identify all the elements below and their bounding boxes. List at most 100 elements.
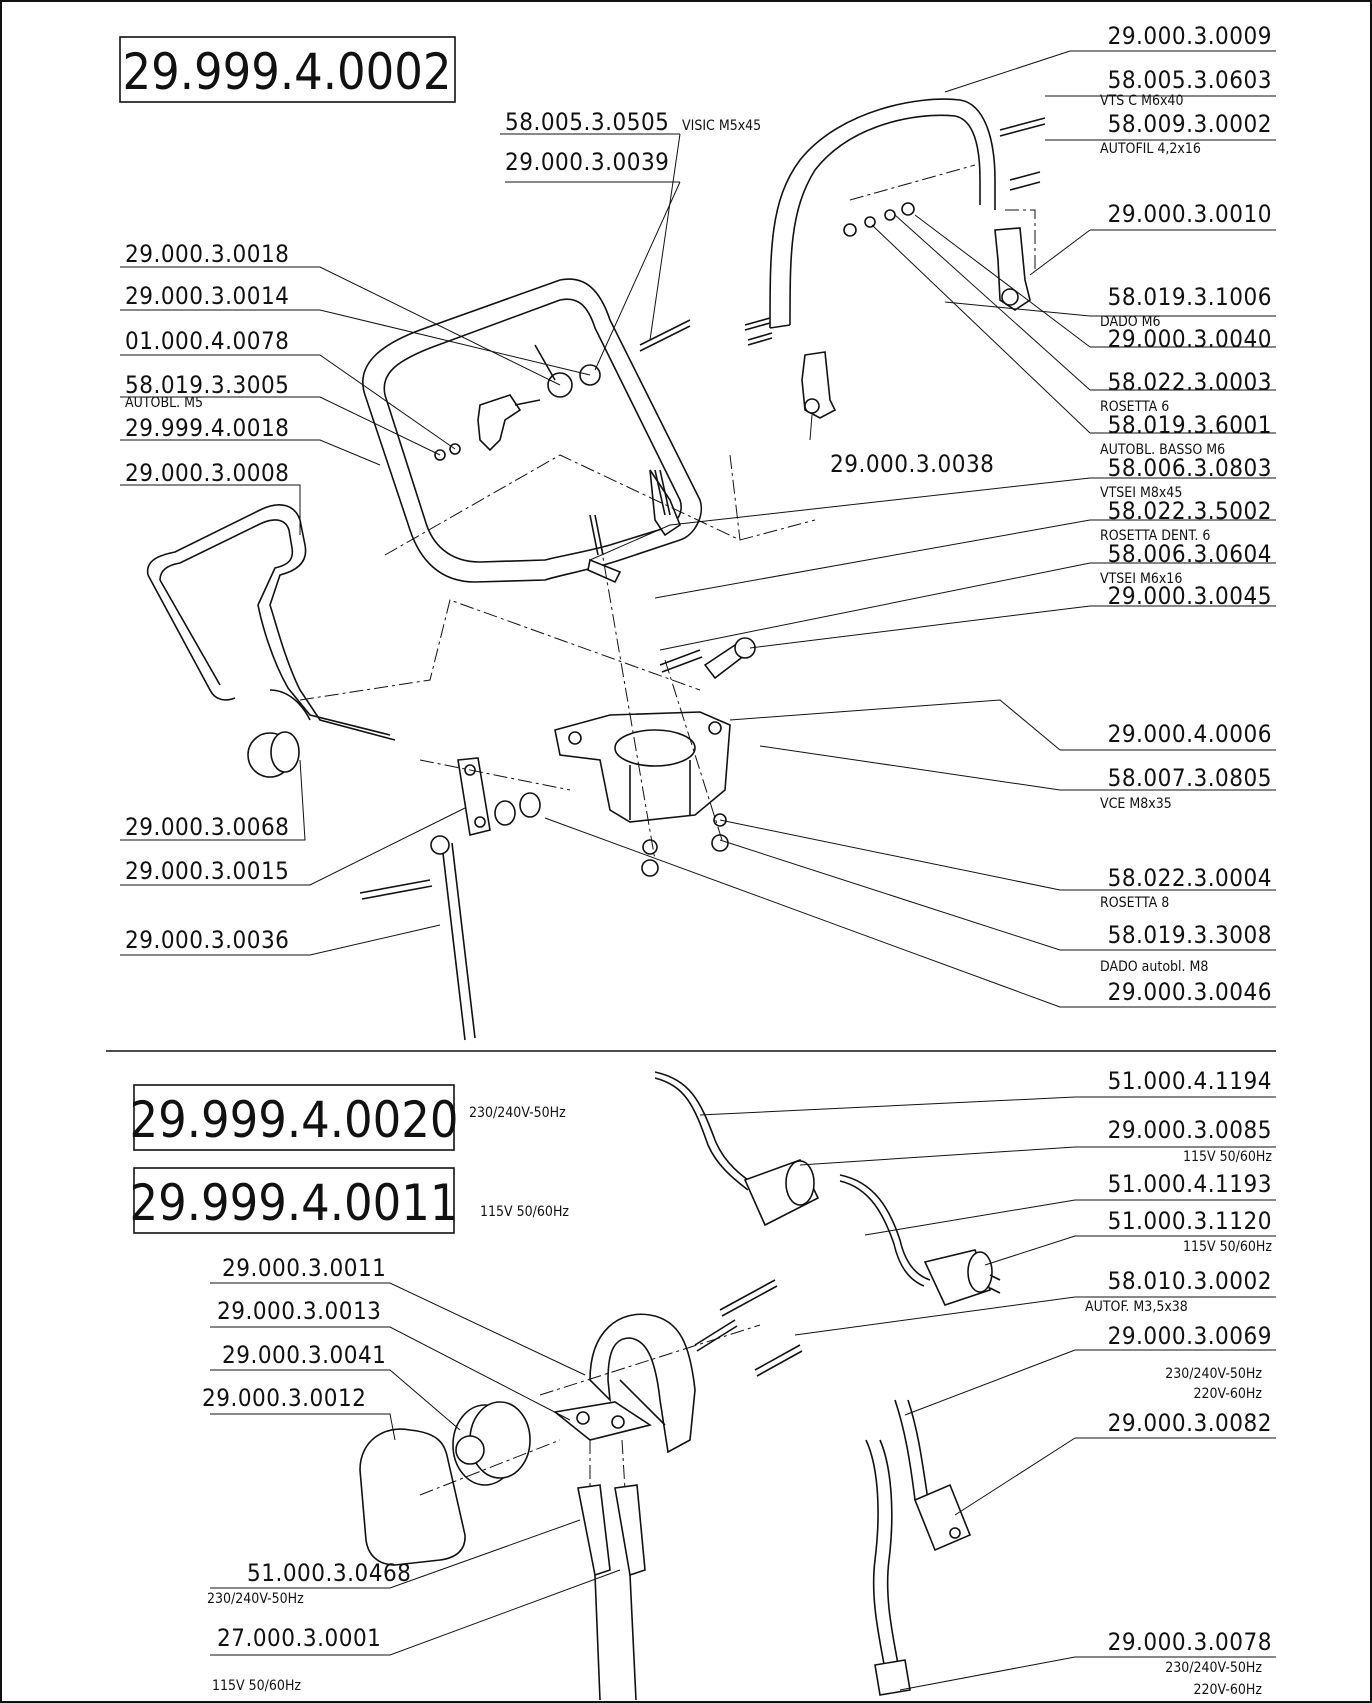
part-code: 29.000.3.0013 bbox=[217, 1297, 381, 1325]
part-code: 29.000.3.0040 bbox=[1108, 325, 1272, 353]
leader-lines-bottom bbox=[210, 1096, 1276, 1691]
part-code: 29.000.3.0011 bbox=[222, 1254, 386, 1282]
part-code: 29.000.3.0078 bbox=[1108, 1628, 1272, 1656]
part-code: 29.000.3.0014 bbox=[125, 282, 289, 310]
assembly-note: 115V 50/60Hz bbox=[480, 1204, 569, 1220]
part-desc: 220V-60Hz bbox=[1194, 1682, 1263, 1698]
part-code: 29.000.3.0068 bbox=[125, 813, 289, 841]
part-code: 29.000.3.0046 bbox=[1108, 978, 1272, 1006]
part-code: 51.000.4.1193 bbox=[1108, 1170, 1272, 1198]
part-code: 58.022.3.0003 bbox=[1108, 368, 1272, 396]
part-code: 29.000.4.0006 bbox=[1108, 720, 1272, 748]
part-code: 58.010.3.0002 bbox=[1108, 1267, 1272, 1295]
part-desc: 220V-60Hz bbox=[1194, 1386, 1263, 1402]
part-code: 27.000.3.0001 bbox=[217, 1624, 381, 1652]
part-desc: AUTOF. M3,5x38 bbox=[1085, 1299, 1188, 1315]
leader-lines-top-left bbox=[120, 133, 681, 956]
lower-bracket bbox=[801, 351, 837, 419]
power-cord bbox=[865, 1439, 911, 1696]
part-code: 58.007.3.0805 bbox=[1108, 764, 1272, 792]
roller bbox=[247, 731, 300, 778]
part-desc: VTS C M6x40 bbox=[1100, 93, 1183, 109]
part-desc: DADO autobl. M8 bbox=[1100, 959, 1208, 975]
part-code: 29.000.3.0041 bbox=[222, 1341, 386, 1369]
part-code: 01.000.4.0078 bbox=[125, 327, 289, 355]
part-code: 58.019.3.3008 bbox=[1108, 921, 1272, 949]
part-code: 29.000.3.0015 bbox=[125, 857, 289, 885]
part-code: 51.000.3.0468 bbox=[247, 1559, 411, 1587]
assembly-code: 29.999.4.0011 bbox=[130, 1174, 459, 1232]
knob-bolt bbox=[659, 637, 756, 680]
part-code: 29.999.4.0018 bbox=[125, 414, 289, 442]
part-code: 58.019.3.6001 bbox=[1108, 411, 1272, 439]
part-desc: ROSETTA 6 bbox=[1100, 399, 1169, 415]
cover-housing bbox=[359, 1428, 466, 1566]
assembly-code: 29.999.4.0020 bbox=[130, 1091, 459, 1149]
bushings bbox=[494, 792, 541, 826]
part-code: 58.006.3.0604 bbox=[1108, 540, 1272, 568]
assembly-axis-lines-top bbox=[299, 164, 1036, 861]
washers-nuts bbox=[641, 813, 729, 877]
part-desc: AUTOFIL 4,2x16 bbox=[1100, 141, 1201, 157]
middle-handle-loop bbox=[362, 278, 702, 583]
part-desc: 230/240V-50Hz bbox=[207, 1591, 304, 1607]
assembly-code: 29.999.4.0002 bbox=[123, 43, 452, 101]
part-desc: 115V 50/60Hz bbox=[1183, 1149, 1272, 1165]
part-code: 29.000.3.0039 bbox=[505, 148, 669, 176]
part-code: 29.000.3.0085 bbox=[1108, 1116, 1272, 1144]
part-desc: 230/240V-50Hz bbox=[1165, 1660, 1262, 1676]
part-desc: ROSETTA DENT. 6 bbox=[1100, 528, 1210, 544]
part-code: 29.000.3.0069 bbox=[1108, 1322, 1272, 1350]
part-code: 29.000.3.0038 bbox=[830, 450, 994, 478]
side-bolts bbox=[744, 117, 1046, 346]
handle-lever bbox=[477, 394, 541, 452]
part-desc: 115V 50/60Hz bbox=[212, 1678, 301, 1694]
assembly-note: 230/240V-50Hz bbox=[469, 1105, 566, 1121]
spring-bolt-group bbox=[434, 319, 691, 461]
socket-disc bbox=[452, 1401, 531, 1486]
part-desc: VCE M8x35 bbox=[1100, 796, 1172, 812]
part-code: 58.005.3.0603 bbox=[1108, 66, 1272, 94]
guard-bracket bbox=[589, 1313, 696, 1454]
lower-handle-bar bbox=[146, 504, 396, 741]
screws-bottom bbox=[694, 1279, 803, 1377]
labels-top-right: 29.000.3.0009 58.005.3.0603 VTS C M6x40 … bbox=[1100, 22, 1272, 1006]
part-desc: DADO M6 bbox=[1100, 314, 1161, 330]
part-desc: 115V 50/60Hz bbox=[1183, 1239, 1272, 1255]
cable-and-plug bbox=[839, 1174, 1001, 1306]
part-code: 29.000.3.0082 bbox=[1108, 1409, 1272, 1437]
part-code: 29.000.3.0018 bbox=[125, 240, 289, 268]
part-desc: VISIC M5x45 bbox=[682, 118, 761, 134]
part-code: 58.019.3.3005 bbox=[125, 371, 289, 399]
part-code: 58.009.3.0002 bbox=[1108, 110, 1272, 138]
part-desc: AUTOBL. BASSO M6 bbox=[1100, 442, 1225, 458]
part-desc: ROSETTA 8 bbox=[1100, 895, 1169, 911]
part-code: 58.005.3.0505 bbox=[505, 108, 669, 136]
part-code: 58.019.3.1006 bbox=[1108, 283, 1272, 311]
base-clamp bbox=[554, 711, 731, 823]
leader-lines-top-right bbox=[544, 50, 1276, 1008]
threaded-rod bbox=[359, 835, 476, 1041]
part-code: 29.000.3.0009 bbox=[1108, 22, 1272, 50]
clip-plates bbox=[587, 469, 681, 584]
part-code: 51.000.3.1120 bbox=[1108, 1207, 1272, 1235]
part-desc: VTSEI M6x16 bbox=[1100, 571, 1182, 587]
part-code: 29.000.3.0045 bbox=[1108, 582, 1272, 610]
part-code: 51.000.4.1194 bbox=[1108, 1067, 1272, 1095]
part-desc: VTSEI M8x45 bbox=[1100, 485, 1182, 501]
assembly-axis-lines-bottom bbox=[419, 1324, 761, 1496]
part-desc: 230/240V-50Hz bbox=[1165, 1366, 1262, 1382]
link-plate bbox=[457, 757, 491, 836]
part-code: 29.000.3.0008 bbox=[125, 459, 289, 487]
power-cord-2 bbox=[894, 1399, 972, 1552]
part-code: 58.006.3.0803 bbox=[1108, 454, 1272, 482]
labels-top-left: 58.005.3.0505 VISIC M5x45 29.000.3.0039 … bbox=[125, 108, 994, 954]
part-code: 29.000.3.0010 bbox=[1108, 200, 1272, 228]
cable-glands bbox=[577, 1484, 646, 1701]
labels-bottom-left: 29.000.3.0011 29.000.3.0013 29.000.3.004… bbox=[202, 1254, 411, 1694]
labels-bottom-right: 51.000.4.1194 29.000.3.0085 115V 50/60Hz… bbox=[1085, 1067, 1272, 1698]
cable-and-socket bbox=[654, 1071, 820, 1227]
upper-handle-tube bbox=[769, 98, 996, 329]
